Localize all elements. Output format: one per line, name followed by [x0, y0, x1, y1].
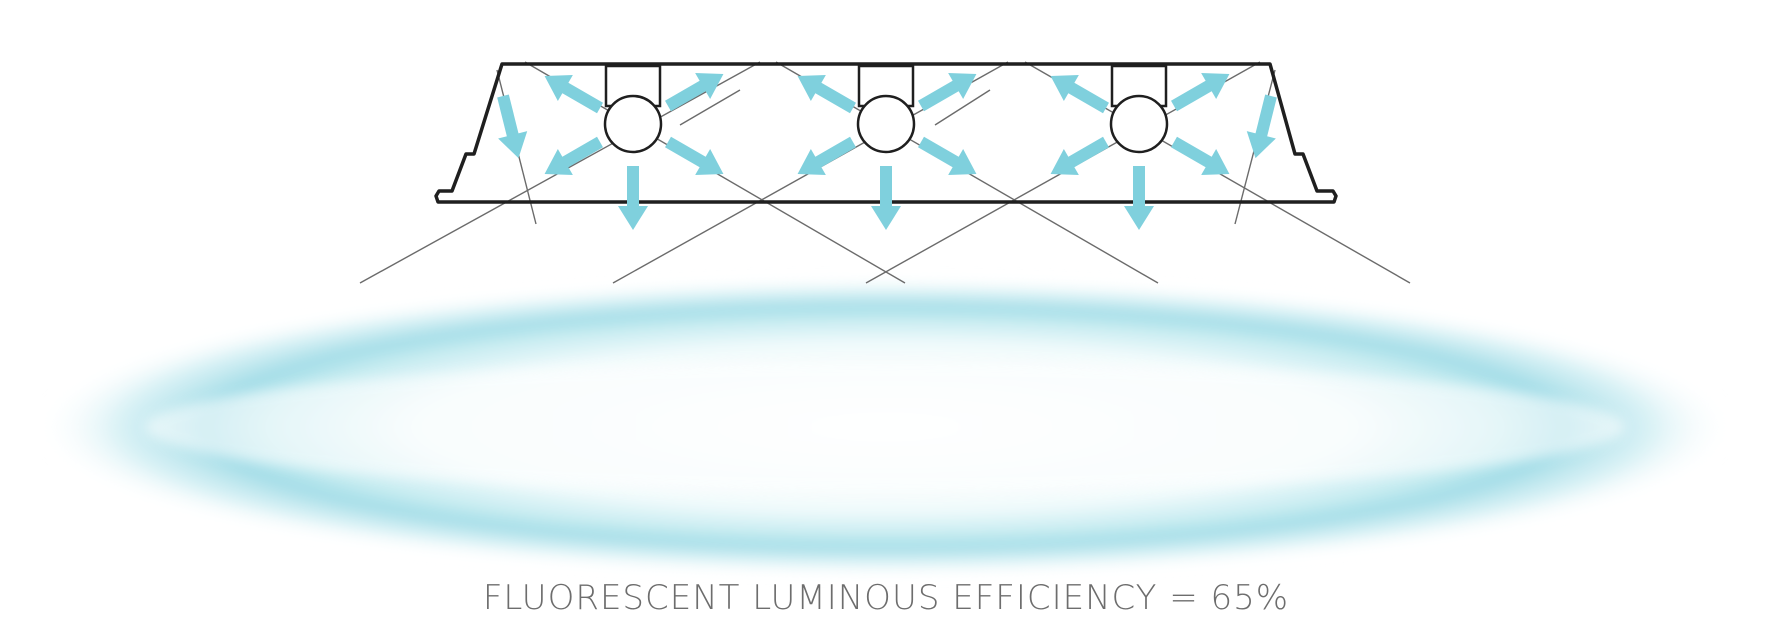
light-arrow-icon: [1124, 166, 1154, 230]
light-arrow-icon: [871, 166, 901, 230]
light-arrow-icon: [913, 61, 984, 119]
light-arrow-icon: [660, 61, 731, 119]
light-arrow-icon: [537, 63, 608, 121]
efficiency-caption: FLUORESCENT LUMINOUS EFFICIENCY = 65%: [482, 578, 1290, 618]
light-arrow-icon: [537, 129, 608, 187]
light-arrow-icon: [1240, 92, 1286, 162]
light-arrow-icon: [1043, 63, 1114, 121]
light-pool: [35, 277, 1735, 577]
fixture-housing: [434, 62, 1338, 204]
light-arrow-icon: [1166, 61, 1237, 119]
lamp-tubes: [603, 64, 1169, 154]
light-arrow-icon: [790, 63, 861, 121]
lamp-tube-icon: [1109, 64, 1169, 154]
light-arrow-icon: [488, 92, 534, 162]
light-arrow-icon: [913, 129, 984, 187]
light-arrow-icon: [618, 166, 648, 230]
lamp-tube-icon: [856, 64, 916, 154]
light-arrow-icon: [660, 129, 731, 187]
lamp-tube-icon: [603, 64, 663, 154]
